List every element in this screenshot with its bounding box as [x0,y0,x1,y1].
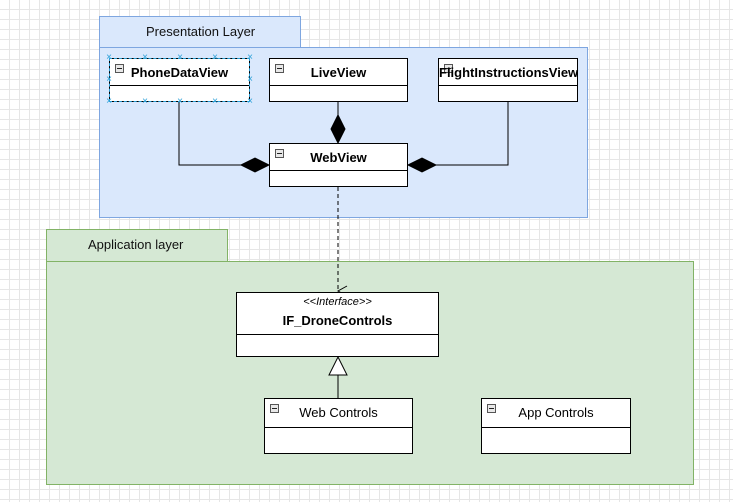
class-name: IF_DroneControls [282,313,393,328]
class-liveview[interactable]: LiveView [269,58,408,102]
resize-handle-icon[interactable]: × [106,52,112,63]
class-header [270,59,407,86]
resize-handle-icon[interactable]: × [247,52,253,63]
resize-handle-icon[interactable]: × [177,96,183,107]
collapse-minus-icon[interactable] [275,64,284,73]
class-header [237,293,438,335]
class-name: PhoneDataView [130,65,229,80]
resize-handle-icon[interactable]: × [177,52,183,63]
class-header [265,399,412,428]
class-web-controls[interactable]: Web Controls [264,398,413,454]
application-layer-tab[interactable] [46,229,228,262]
selection-outline [109,58,250,102]
class-name: Web Controls [299,405,378,420]
composition-edge-phonedataview-webview[interactable] [178,102,241,166]
resize-handle-icon[interactable]: × [212,52,218,63]
class-webview[interactable]: WebView [269,143,408,187]
collapse-minus-icon[interactable] [487,404,496,413]
generalization-triangle [328,355,348,376]
application-layer-label: Application layer [88,237,184,252]
class-app-controls[interactable]: App Controls [481,398,631,454]
interface-stereotype: <<Interface>> [303,296,372,308]
resize-handle-icon[interactable]: × [142,96,148,107]
resize-handle-icon[interactable]: × [106,74,112,85]
resize-handle-icon[interactable]: × [212,96,218,107]
collapse-minus-icon[interactable] [275,149,284,158]
class-flightinstructionsview[interactable]: FlightInstructionsView [438,58,578,102]
class-name: App Controls [518,405,594,420]
collapse-minus-icon[interactable] [270,404,279,413]
interface-if-dronecontrols[interactable]: <<Interface>> IF_DroneControls [236,292,439,357]
composition-diamond-left [239,157,271,173]
presentation-layer-label: Presentation Layer [146,24,256,39]
presentation-layer-tab[interactable] [99,16,301,48]
class-header [110,59,249,86]
resize-handle-icon[interactable]: × [247,96,253,107]
class-name: WebView [310,150,367,165]
class-header [482,399,630,428]
class-name: FlightInstructionsView [439,65,579,80]
resize-handle-icon[interactable]: × [142,52,148,63]
class-name: LiveView [310,65,367,80]
collapse-minus-icon[interactable] [444,64,453,73]
collapse-minus-icon[interactable] [115,64,124,73]
composition-diamond-top [330,113,346,145]
resize-handle-icon[interactable]: × [106,96,112,107]
resize-handle-icon[interactable]: × [247,74,253,85]
class-header [439,59,577,86]
class-header [270,144,407,171]
composition-diamond-right [406,157,438,173]
composition-edge-flightinstructionsview-webview[interactable] [436,102,509,166]
